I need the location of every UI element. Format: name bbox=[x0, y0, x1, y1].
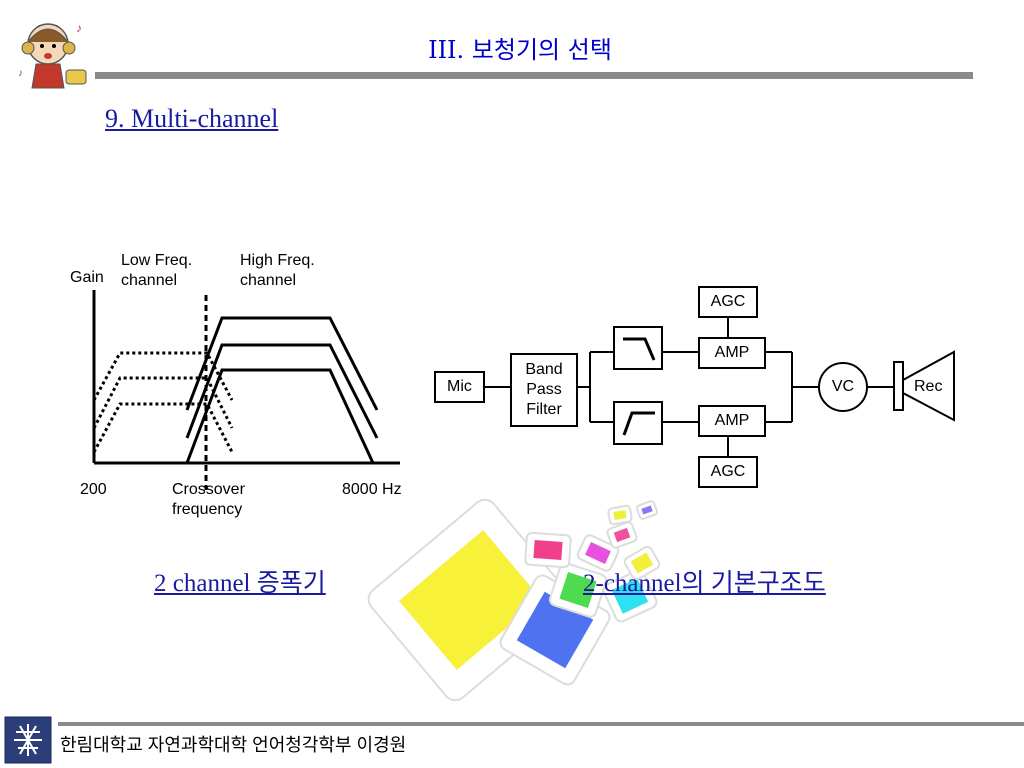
agc-bottom-block: AGC bbox=[698, 456, 758, 488]
agc-top-block: AGC bbox=[698, 286, 758, 318]
crossover-label: Crossover frequency bbox=[172, 480, 245, 520]
svg-text:♪: ♪ bbox=[76, 21, 82, 35]
highpass-filter-block bbox=[613, 401, 663, 445]
section-subtitle: 9. Multi-channel bbox=[105, 104, 279, 133]
x-start-label: 200 bbox=[80, 481, 107, 498]
crossover-label-line1: Crossover bbox=[172, 481, 245, 498]
high-channel-label: High Freq. channel bbox=[240, 251, 315, 291]
high-channel-curve-1 bbox=[185, 316, 379, 411]
bpf-label-line2: Pass bbox=[526, 381, 562, 398]
receiver-body bbox=[893, 361, 904, 411]
lowpass-response-icon bbox=[623, 337, 656, 361]
highpass-response-icon bbox=[622, 411, 655, 436]
footer-text: 한림대학교 자연과학대학 언어청각학부 이경원 bbox=[60, 735, 407, 755]
gain-graph-plot bbox=[0, 0, 420, 240]
footer-divider bbox=[58, 722, 1024, 726]
right-caption: 2-channel의 기본구조도 bbox=[583, 570, 826, 597]
mascot-logo: ♪ ♪ bbox=[18, 21, 87, 89]
svg-text:♪: ♪ bbox=[18, 68, 23, 79]
low-channel-label-line1: Low Freq. bbox=[121, 252, 193, 269]
amp-top-block: AMP bbox=[698, 337, 766, 369]
low-channel-label: Low Freq. channel bbox=[121, 251, 192, 291]
bpf-label-line3: Filter bbox=[526, 401, 562, 418]
lowpass-filter-block bbox=[613, 326, 663, 370]
crossover-label-line2: frequency bbox=[172, 501, 243, 518]
left-caption: 2 channel 증폭기 bbox=[154, 570, 326, 597]
amp-bottom-block: AMP bbox=[698, 405, 766, 437]
y-axis-label: Gain bbox=[70, 269, 104, 286]
high-channel-label-line1: High Freq. bbox=[240, 252, 315, 269]
high-channel-curve-2 bbox=[185, 343, 379, 439]
university-emblem bbox=[4, 716, 52, 764]
low-channel-curve-1 bbox=[92, 351, 234, 401]
x-end-label: 8000 Hz bbox=[342, 481, 402, 498]
low-channel-curve-2 bbox=[92, 376, 234, 429]
low-channel-curve-3 bbox=[92, 402, 234, 453]
high-channel-curve-3 bbox=[185, 368, 375, 464]
header-divider bbox=[95, 72, 973, 79]
rec-label: Rec bbox=[914, 378, 943, 395]
low-channel-label-line2: channel bbox=[121, 272, 178, 289]
bpf-label-line1: Band bbox=[525, 361, 563, 378]
page-title: III. 보청기의 선택 bbox=[428, 36, 612, 64]
mic-block: Mic bbox=[434, 371, 485, 403]
high-channel-label-line2: channel bbox=[240, 272, 297, 289]
band-pass-filter-block: Band Pass Filter bbox=[510, 353, 578, 427]
vc-label: VC bbox=[831, 378, 855, 395]
